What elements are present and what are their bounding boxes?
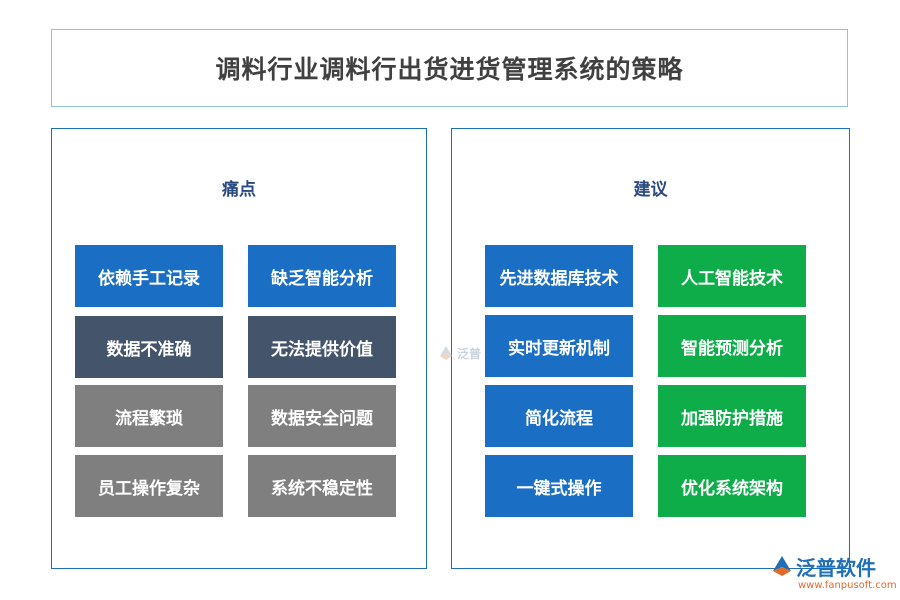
pain-points-heading: 痛点 [222,180,256,200]
title-box: 调料行业调料行出货进货管理系统的策略 [51,29,848,107]
fanpu-watermark-icon [440,346,452,360]
suggestion-card: 一键式操作 [485,455,633,517]
pain-point-card: 系统不稳定性 [248,455,396,517]
pain-points-panel: 痛点 依赖手工记录 缺乏智能分析 数据不准确 无法提供价值 流程繁琐 数据安全问… [51,128,427,569]
watermark: 泛普 [437,344,481,362]
pain-point-card: 员工操作复杂 [75,455,223,517]
pain-point-card: 数据安全问题 [248,385,396,447]
fanpu-logo-icon [773,556,791,576]
suggestion-card: 加强防护措施 [658,385,806,447]
brand-logo: 泛普软件 www.fanpusoft.com [770,552,897,596]
watermark-text: 泛普 [457,346,482,361]
suggestions-heading: 建议 [633,180,668,200]
suggestion-card: 人工智能技术 [658,245,806,307]
suggestion-card: 优化系统架构 [658,455,806,517]
brand-name: 泛普软件 [796,556,876,580]
brand-url: www.fanpusoft.com [798,580,897,591]
suggestion-card: 智能预测分析 [658,315,806,377]
pain-point-card: 缺乏智能分析 [248,245,396,307]
suggestion-card: 实时更新机制 [485,315,633,377]
page-title: 调料行业调料行出货进货管理系统的策略 [215,55,684,84]
suggestion-card: 先进数据库技术 [485,245,633,307]
suggestion-card: 简化流程 [485,385,633,447]
pain-point-card: 流程繁琐 [75,385,223,447]
pain-point-card: 数据不准确 [75,316,223,378]
pain-point-card: 无法提供价值 [248,316,396,378]
suggestions-panel: 建议 先进数据库技术 人工智能技术 实时更新机制 智能预测分析 简化流程 加强防… [451,128,850,569]
pain-point-card: 依赖手工记录 [75,245,223,307]
